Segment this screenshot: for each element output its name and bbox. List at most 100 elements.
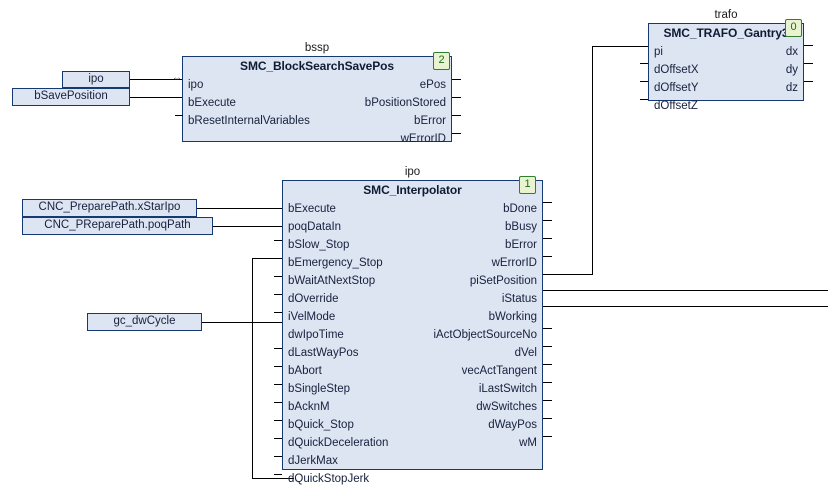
variable-label: CNC_PReparePath.poqPath: [44, 219, 191, 231]
pin-out-istatus[interactable]: iStatus: [501, 293, 537, 305]
pin-in-ipo[interactable]: ipo: [188, 79, 204, 91]
pin-in-bslow-stop[interactable]: bSlow_Stop: [288, 239, 350, 251]
pin-out-dz[interactable]: dz: [785, 82, 798, 94]
pin-stub-ipo-werrorid: [543, 256, 552, 257]
pin-stub-ipo-ilastswitch: [543, 382, 552, 383]
function-block-trafo[interactable]: trafo SMC_TRAFO_Gantry3 pi dOffsetX dOff…: [648, 9, 804, 112]
pin-stub-ipo-bquick-stop: [274, 420, 282, 421]
function-block-ipo[interactable]: ipo SMC_Interpolator bExecute poqDataIn …: [282, 166, 543, 485]
pin-in-dlastwaypos[interactable]: dLastWayPos: [288, 347, 359, 359]
pin-in-backnm[interactable]: bAcknM: [288, 401, 330, 413]
pin-out-epos[interactable]: ePos: [419, 79, 446, 91]
wire-trunk-to-ipo-bemergency: [252, 258, 282, 259]
pin-out-bdone[interactable]: bDone: [503, 203, 537, 215]
pin-stub-bssp-berror: [452, 115, 461, 116]
pin-in-bwaitatnextstop[interactable]: bWaitAtNextStop: [288, 275, 376, 287]
pin-stub-ipo-berror: [543, 238, 552, 239]
pin-in-djerkmax[interactable]: dJerkMax: [288, 455, 338, 467]
pin-in-bexecute[interactable]: bExecute: [188, 97, 236, 109]
pin-out-werrorid[interactable]: wErrorID: [491, 257, 537, 269]
pin-stub-ipo-dlastwaypos: [274, 348, 282, 349]
variable-box-poqpath[interactable]: CNC_PReparePath.poqPath: [22, 217, 213, 235]
wire-xstaripo-to-ipo-bexecute: [197, 208, 282, 209]
pin-stub-ipo-babort: [274, 366, 282, 367]
pin-out-ilastswitch[interactable]: iLastSwitch: [478, 383, 537, 395]
pin-in-doffsetx[interactable]: dOffsetX: [654, 64, 699, 76]
pin-in-bresetinternalvariables[interactable]: bResetInternalVariables: [188, 115, 310, 127]
pin-stub-ipo-dwswitches: [543, 400, 552, 401]
pin-stub-trafo-dy: [804, 63, 813, 64]
pin-stub-bssp-werrorid: [452, 133, 461, 134]
pin-stub-ipo-bbusy: [543, 220, 552, 221]
block-instance-name: bssp: [304, 42, 330, 54]
pin-stub-ipo-ivelmode: [274, 312, 282, 313]
pin-in-doverride[interactable]: dOverride: [288, 293, 339, 305]
pin-out-dx[interactable]: dx: [785, 46, 798, 58]
pin-in-poqdatain[interactable]: poqDataIn: [288, 221, 342, 233]
pin-stub-ipo-bslow-stop: [274, 240, 282, 241]
block-instance-name: ipo: [404, 166, 421, 178]
pin-in-bemergency-stop[interactable]: bEmergency_Stop: [288, 257, 383, 269]
pin-in-bsinglestep[interactable]: bSingleStep: [288, 383, 351, 395]
pin-out-dwaypos[interactable]: dWayPos: [488, 419, 537, 431]
wire-trunk-vertical: [252, 258, 253, 479]
block-instance-name: trafo: [714, 9, 738, 21]
variable-box-gcdwcycle[interactable]: gc_dwCycle: [87, 313, 202, 331]
pin-in-dquickstopjerk[interactable]: dQuickStopJerk: [288, 473, 370, 485]
execution-order-badge: 2: [433, 52, 450, 70]
pin-in-ivelmode[interactable]: iVelMode: [288, 311, 336, 323]
pin-in-babort[interactable]: bAbort: [288, 365, 322, 377]
pin-in-doffsety[interactable]: dOffsetY: [654, 82, 699, 94]
pin-stub-ipo-iactobjectsourceno: [543, 328, 552, 329]
pin-out-dwswitches[interactable]: dwSwitches: [476, 401, 537, 413]
pin-stub-ipo-wm: [543, 436, 552, 437]
pin-out-bworking[interactable]: bWorking: [488, 311, 537, 323]
pin-out-bpositionstored[interactable]: bPositionStored: [364, 97, 446, 109]
pin-in-dquickdeceleration[interactable]: dQuickDeceleration: [288, 437, 389, 449]
block-type-name: SMC_TRAFO_Gantry3: [663, 26, 789, 40]
pin-stub-bssp-bresetinternalvariables: [175, 115, 183, 116]
block-body[interactable]: SMC_TRAFO_Gantry3 pi dOffsetX dOffsetY d…: [648, 23, 804, 112]
pin-stub-ipo-djerkmax: [274, 456, 282, 457]
variable-label: bSavePosition: [34, 90, 108, 102]
pin-in-dwipotime[interactable]: dwIpoTime: [288, 329, 344, 341]
wire-ipo-to-bssp-ipo: [130, 79, 182, 80]
pin-stub-ipo-dquickdeceleration: [274, 438, 282, 439]
pin-out-werrorid[interactable]: wErrorID: [400, 133, 446, 145]
variable-label: ipo: [88, 73, 104, 85]
pin-out-iactobjectsourceno[interactable]: iActObjectSourceNo: [433, 329, 537, 341]
pin-out-dvel[interactable]: dVel: [514, 347, 537, 359]
pin-in-pi[interactable]: pi: [654, 46, 663, 58]
pin-out-vecacttangent[interactable]: vecActTangent: [461, 365, 537, 377]
wire-gcdwcycle-to-ipo-dwipotime: [202, 322, 282, 323]
function-block-bssp[interactable]: bssp SMC_BlockSearchSavePos ipo bExecute…: [182, 42, 452, 145]
pin-out-berror[interactable]: bError: [505, 239, 537, 251]
block-type-name: SMC_Interpolator: [363, 183, 462, 197]
pin-stub-ipo-backnm: [274, 402, 282, 403]
block-type-name: SMC_BlockSearchSavePos: [240, 59, 394, 73]
pin-out-pisetposition[interactable]: piSetPosition: [469, 275, 537, 287]
variable-box-bsaveposition[interactable]: bSavePosition: [12, 88, 130, 106]
pin-out-wm[interactable]: wM: [519, 437, 537, 449]
pin-stub-bssp-epos: [452, 79, 461, 80]
variable-label: gc_dwCycle: [113, 315, 176, 327]
wire-trunk-bottom-return: [252, 478, 294, 479]
wire-bsaveposition-to-bssp-bexecute: [130, 97, 182, 98]
pin-in-bexecute[interactable]: bExecute: [288, 203, 336, 215]
pin-out-dy[interactable]: dy: [785, 64, 798, 76]
execution-order-badge: 1: [519, 176, 536, 194]
wire-istatus-out: [543, 290, 828, 291]
pin-in-doffsetz[interactable]: dOffsetZ: [654, 100, 698, 112]
pin-stub-ipo-bdone: [543, 202, 552, 203]
wire-pisetposition-out: [543, 274, 592, 275]
pin-in-bquick-stop[interactable]: bQuick_Stop: [288, 419, 354, 431]
block-body[interactable]: SMC_BlockSearchSavePos ipo bExecute bRes…: [182, 56, 452, 145]
pin-out-bbusy[interactable]: bBusy: [505, 221, 537, 233]
pin-stub-trafo-doffsetx: [640, 63, 648, 64]
block-body[interactable]: SMC_Interpolator bExecute poqDataIn bSlo…: [282, 180, 543, 485]
pin-stub-ipo-bsinglestep: [274, 384, 282, 385]
variable-box-ipo[interactable]: ipo: [62, 71, 130, 88]
variable-box-xstaripo[interactable]: CNC_PreparePath.xStarIpo: [22, 199, 197, 217]
pin-out-berror[interactable]: bError: [414, 115, 446, 127]
